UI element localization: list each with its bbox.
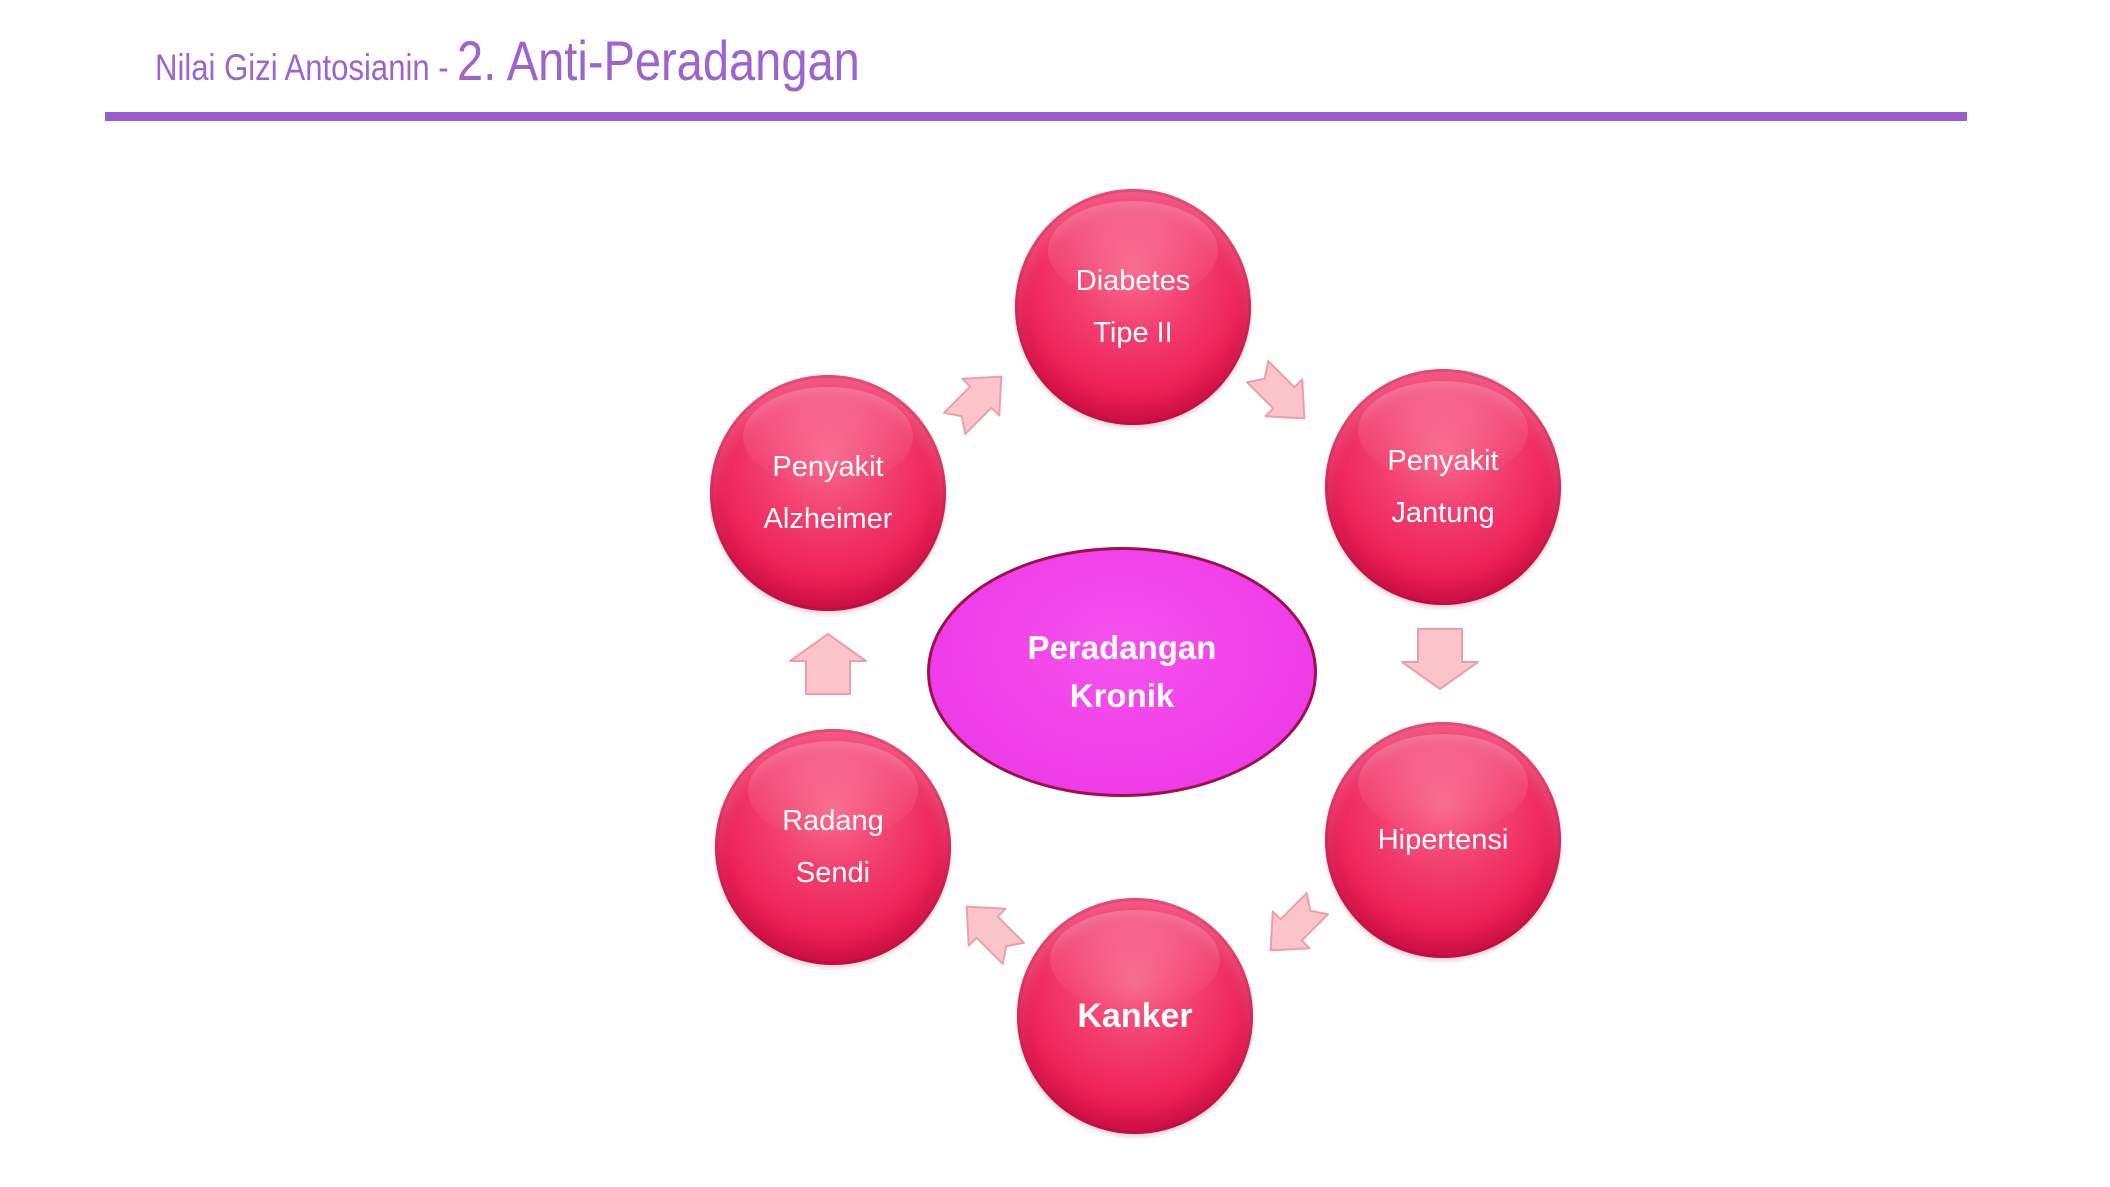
arrow-alzheimer-to-diabetes-icon <box>931 353 1024 446</box>
center-label: Peradangan <box>1027 629 1217 666</box>
node-diabetes-tipe-ii: Diabetes Tipe II <box>1015 189 1251 425</box>
node-radang-sendi: Radang Sendi <box>715 729 951 965</box>
node-label: Alzheimer <box>763 503 893 535</box>
node-label: Sendi <box>795 857 871 889</box>
arrow-kanker-to-radang-icon <box>943 883 1036 976</box>
node-label: Kanker <box>1077 997 1193 1035</box>
node-label: Tipe II <box>1093 317 1173 349</box>
node-penyakit-jantung: Penyakit Jantung <box>1325 369 1561 605</box>
arrow-radang-to-alzheimer-icon <box>789 633 867 695</box>
center-label: Kronik <box>1069 677 1175 714</box>
title-underline <box>105 112 1967 121</box>
node-hipertensi: Hipertensi <box>1325 722 1561 958</box>
node-label: Penyakit <box>1387 445 1499 477</box>
slide-title-main: 2. Anti-Peradangan <box>457 29 860 92</box>
node-label: Radang <box>782 805 884 837</box>
node-penyakit-alzheimer: Penyakit Alzheimer <box>710 375 946 611</box>
arrow-hipertensi-to-kanker-icon <box>1247 880 1340 973</box>
node-label: Diabetes <box>1075 265 1191 297</box>
center-ellipse-peradangan-kronik: Peradangan Kronik <box>927 547 1317 797</box>
arrow-diabetes-to-jantung-icon <box>1234 348 1327 441</box>
slide-title: Nilai Gizi Antosianin - 2. Anti-Peradang… <box>155 22 860 100</box>
slide-title-prefix: Nilai Gizi Antosianin - <box>155 47 449 88</box>
arrow-jantung-to-hipertensi-icon <box>1401 628 1479 690</box>
node-label: Penyakit <box>772 451 884 483</box>
node-label: Hipertensi <box>1377 824 1509 856</box>
node-label: Jantung <box>1391 497 1495 529</box>
node-kanker: Kanker <box>1017 898 1253 1134</box>
